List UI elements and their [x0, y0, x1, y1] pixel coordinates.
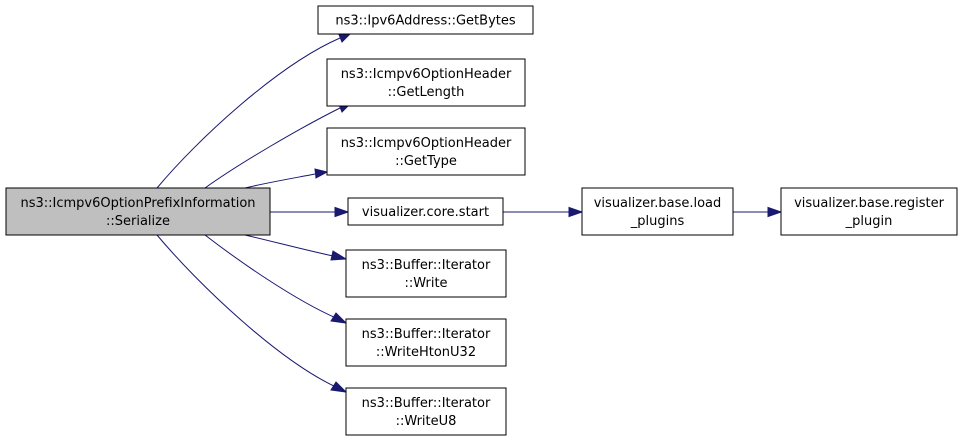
- node-label: ::GetLength: [388, 85, 465, 100]
- edge-line: [244, 234, 334, 257]
- edge-root-to-start: [270, 206, 350, 218]
- node-label: ns3::Buffer::Iterator: [362, 396, 491, 411]
- arrowhead-icon: [314, 168, 329, 179]
- edge-root-to-write: [244, 234, 348, 261]
- node-label: ns3::Icmpv6OptionHeader: [341, 136, 512, 151]
- node-label: ns3::Buffer::Iterator: [362, 258, 491, 273]
- node-label: _plugins: [630, 214, 685, 229]
- node-root[interactable]: ns3::Icmpv6OptionPrefixInformation::Seri…: [5, 187, 271, 236]
- node-getbytes[interactable]: ns3::Ipv6Address::GetBytes: [317, 5, 534, 35]
- arrowhead-icon: [330, 381, 348, 393]
- edge-root-to-writeu8: [156, 234, 348, 393]
- edge-root-to-writehton: [204, 234, 348, 324]
- node-label: ns3::Icmpv6OptionHeader: [341, 67, 512, 82]
- node-gettype[interactable]: ns3::Icmpv6OptionHeader::GetType: [326, 127, 526, 176]
- node-box[interactable]: [345, 387, 507, 436]
- node-label: visualizer.base.register: [794, 196, 945, 211]
- node-label: ::GetType: [395, 154, 457, 169]
- arrowhead-icon: [767, 206, 783, 218]
- edge-line: [204, 107, 341, 189]
- node-box[interactable]: [347, 197, 504, 226]
- edge-line: [156, 37, 341, 189]
- node-box[interactable]: [345, 249, 507, 298]
- edge-root-to-gettype: [244, 168, 329, 189]
- node-writehton[interactable]: ns3::Buffer::Iterator::WriteHtonU32: [345, 318, 507, 367]
- node-box[interactable]: [5, 187, 271, 236]
- node-label: ns3::Buffer::Iterator: [362, 327, 491, 342]
- node-label: visualizer.core.start: [362, 205, 489, 220]
- node-label: _plugin: [845, 214, 893, 229]
- node-start[interactable]: visualizer.core.start: [347, 197, 504, 226]
- node-getlength[interactable]: ns3::Icmpv6OptionHeader::GetLength: [326, 58, 526, 107]
- node-label: ::WriteHtonU32: [376, 345, 476, 360]
- node-label: visualizer.base.load: [594, 196, 722, 211]
- node-register[interactable]: visualizer.base.register _plugin: [780, 187, 958, 236]
- node-label: ns3::Ipv6Address::GetBytes: [335, 14, 516, 29]
- arrowhead-icon: [330, 250, 348, 261]
- node-load[interactable]: visualizer.base.load _plugins: [581, 187, 734, 236]
- edge-line: [204, 234, 337, 319]
- node-box[interactable]: [345, 318, 507, 367]
- node-label: ns3::Icmpv6OptionPrefixInformation: [20, 196, 255, 211]
- edge-start-to-load: [503, 206, 584, 218]
- edge-line: [244, 173, 316, 189]
- node-label: ::Serialize: [106, 214, 170, 229]
- arrowhead-icon: [330, 312, 348, 324]
- node-box[interactable]: [326, 58, 526, 107]
- edge-load-to-register: [733, 206, 783, 218]
- arrowhead-icon: [334, 206, 350, 218]
- node-writeu8[interactable]: ns3::Buffer::Iterator::WriteU8: [345, 387, 507, 436]
- node-box[interactable]: [317, 5, 534, 35]
- node-label: ::WriteU8: [396, 414, 457, 429]
- node-label: ::Write: [404, 276, 447, 291]
- edge-root-to-getbytes: [156, 31, 352, 189]
- nodes-layer: ns3::Icmpv6OptionPrefixInformation::Seri…: [5, 5, 958, 436]
- node-box[interactable]: [780, 187, 958, 236]
- node-box[interactable]: [326, 127, 526, 176]
- arrowhead-icon: [568, 206, 584, 218]
- node-box[interactable]: [581, 187, 734, 236]
- node-write[interactable]: ns3::Buffer::Iterator::Write: [345, 249, 507, 298]
- edge-line: [156, 234, 337, 388]
